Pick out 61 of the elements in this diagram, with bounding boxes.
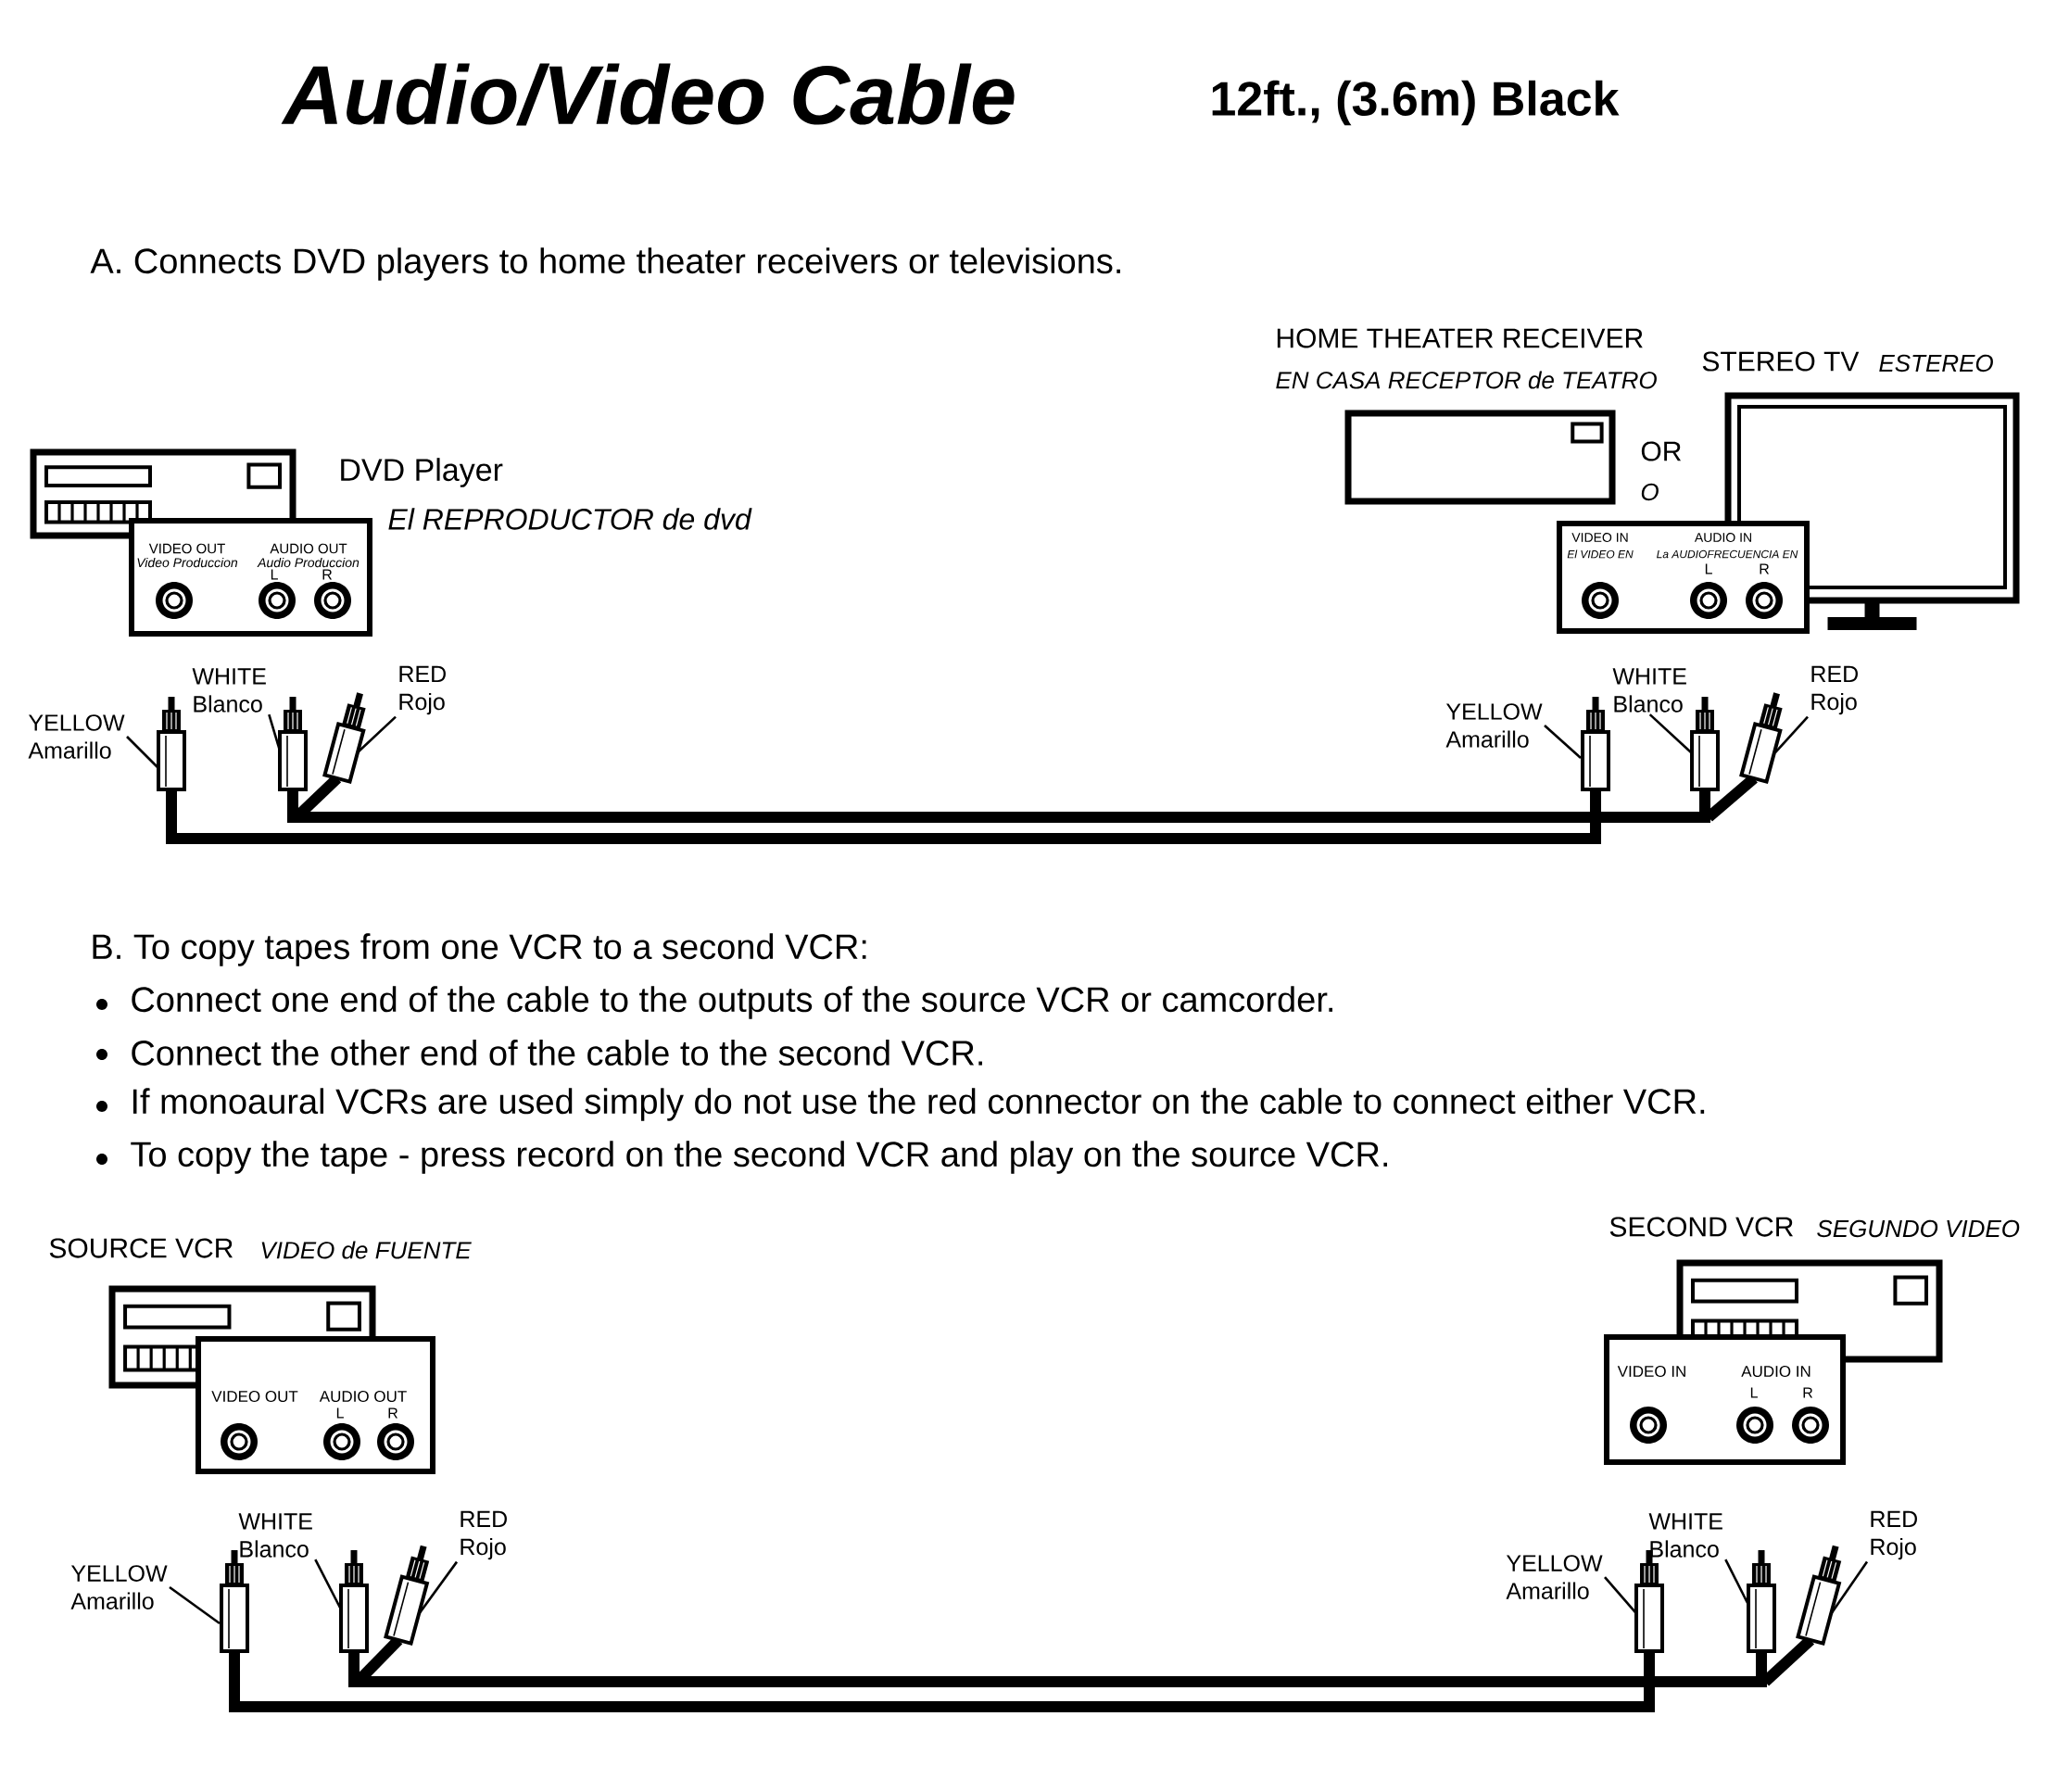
subtitle: 12ft., (3.6m) Black [1212,80,1620,126]
leader-line [314,1559,342,1609]
jack-label: VIDEO OUT [148,543,225,554]
plug-label: RED Rojo [1811,665,1858,715]
jack-label: L [271,569,278,580]
plug-label: YELLOW Amarillo [70,1565,168,1609]
jack-label: VIDEO IN [1617,1366,1685,1378]
device-label: EN CASA RECEPTOR de TEATRO [1276,371,1657,389]
leader-line [1544,725,1582,759]
jack-label: AUDIO OUT [270,543,347,554]
bullet-item: If monoaural VCRs are used simply do not use the red connector on the cable to connect either VCR. [96,1088,1705,1121]
plug-label: WHITE Blanco [192,668,266,713]
jack-label: AUDIO IN [1741,1366,1810,1378]
or-label: OR [1641,441,1681,461]
leader-line [1774,715,1809,753]
device-label: SOURCE VCR [49,1238,233,1258]
jack-label: L [336,1407,344,1419]
jack-label: VIDEO OUT [211,1391,298,1403]
leader-line [1604,1576,1636,1613]
plug-label: YELLOW Amarillo [1445,703,1543,748]
leader-line [1648,713,1692,753]
plug-label: YELLOW Amarillo [1506,1555,1603,1599]
jack-label: R [1803,1387,1813,1398]
leader-line [357,715,397,753]
device-label: SECOND VCR [1609,1217,1793,1237]
leader-line [417,1560,459,1615]
plug-label: WHITE Blanco [1648,1513,1722,1558]
jack-label: L [1705,563,1712,574]
or-label: O [1641,483,1659,501]
plug-label: RED Rojo [399,665,446,715]
jack-label: R [388,1407,398,1419]
leader-line [169,1585,221,1625]
leader-line [1829,1560,1869,1615]
jack-label: AUDIO OUT [319,1391,407,1403]
jack-label: R [322,569,333,580]
instruction-text: A. Connects DVD players to home theater receivers or televisions. [90,247,1120,281]
device-label: ESTEREO [1879,354,1993,372]
plug-label: YELLOW Amarillo [28,714,125,759]
jack-label: Video Produccion [137,557,238,568]
leader-line [1724,1559,1749,1604]
bullet-item: To copy the tape - press record on the second VCR and play on the source VCR. [96,1141,1387,1174]
bullet-item: Connect the other end of the cable to the second VCR. [96,1040,982,1066]
instruction-text: B. To copy tapes from one VCR to a second VCR: [93,933,866,966]
leader-line [126,736,158,768]
plug-label: WHITE Blanco [238,1513,312,1558]
jack-label: Audio Produccion [257,557,360,568]
plug-label: RED Rojo [460,1510,507,1560]
device-label: STEREO TV [1702,351,1860,372]
device-label: VIDEO de FUENTE [261,1241,472,1259]
device-label: El REPRODUCTOR de dvd [388,508,752,530]
plug-label: RED Rojo [1871,1510,1917,1560]
title: Audio/Video Cable [281,63,1015,126]
device-label: SEGUNDO VIDEO [1817,1219,2020,1238]
device-label: DVD Player [341,458,503,487]
jack-label: L [1750,1387,1758,1398]
device-label: HOME THEATER RECEIVER [1277,328,1643,348]
leader-line [268,713,282,751]
plug-label: WHITE Blanco [1612,668,1686,713]
jack-label: El VIDEO EN [1567,549,1634,559]
jack-label: VIDEO IN [1571,533,1628,542]
bullet-item: Connect one end of the cable to the outputs of the source VCR or camcorder. [96,986,1332,1019]
